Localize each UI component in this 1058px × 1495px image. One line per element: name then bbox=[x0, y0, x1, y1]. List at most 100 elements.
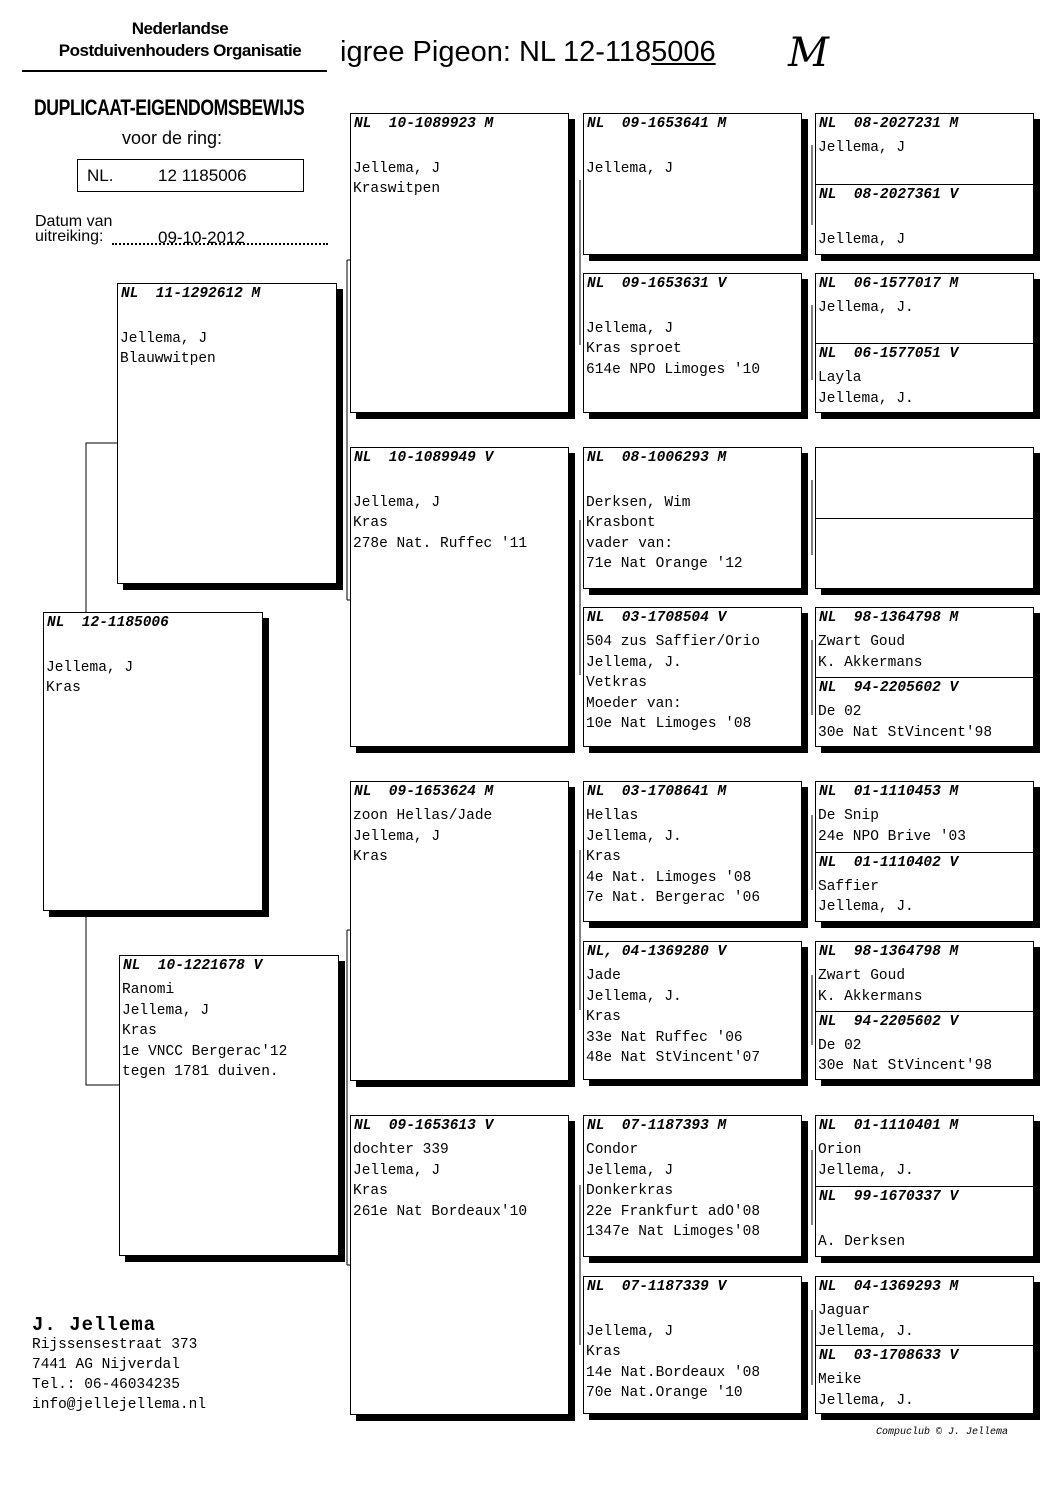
pigeon-info-line: Vetkras bbox=[586, 675, 647, 692]
pigeon-info-line: 48e Nat StVincent'07 bbox=[586, 1050, 761, 1067]
pigeon-info-line: Jellema, J. bbox=[586, 988, 682, 1005]
ring-number: NL, 04-1369280 V bbox=[587, 944, 727, 960]
pigeon-info-line: 70e Nat.Orange '10 bbox=[586, 1385, 743, 1402]
ring-number: NL 08-2027361 V bbox=[819, 187, 959, 203]
pigeon-info-line: 14e Nat.Bordeaux '08 bbox=[586, 1364, 761, 1381]
ring-number: NL 01-1110401 M bbox=[819, 1118, 959, 1134]
pigeon-info-line: Kras bbox=[122, 1023, 157, 1040]
pigeon-info-line: De 02 bbox=[818, 1037, 862, 1054]
pigeon-info-line: Jellema, J bbox=[353, 1162, 441, 1179]
ring-number bbox=[816, 448, 1033, 472]
datum-label-1: Datum van bbox=[35, 213, 113, 230]
dotted-line bbox=[112, 243, 328, 245]
pigeon-info-line: 1347e Nat Limoges'08 bbox=[586, 1224, 761, 1241]
breeder-city: 7441 AG Nijverdal bbox=[32, 1357, 180, 1373]
pigeon-info-line: 261e Nat Bordeaux'10 bbox=[353, 1203, 528, 1220]
pigeon-info-line: Jellema, J. bbox=[818, 1162, 914, 1179]
great-great-grandparent-box: NL 98-1364798 M Zwart Goud K. Akkermans NL … bbox=[815, 941, 1034, 1080]
breeder-email: info@jellejellema.nl bbox=[32, 1397, 207, 1413]
pigeon-info-line: 30e Nat StVincent'98 bbox=[818, 1058, 993, 1075]
pigeon-info-line: Kras sproet bbox=[586, 341, 682, 358]
breeder-street: Rijssensestraat 373 bbox=[32, 1337, 198, 1353]
ring-number: NL 01-1110402 V bbox=[819, 854, 959, 871]
pigeon-info-line: Jellema, J bbox=[586, 1162, 674, 1179]
pigeon-info-line: Derksen, Wim bbox=[586, 494, 691, 511]
ring-number: NL 07-1187393 M bbox=[587, 1118, 727, 1134]
pigeon-info-line: Kras bbox=[586, 1344, 621, 1361]
pigeon-info-line: 1e VNCC Bergerac'12 bbox=[122, 1043, 288, 1060]
pigeon-info-line: Moeder van: bbox=[586, 695, 682, 712]
ring-number: NL 01-1110453 M bbox=[819, 784, 959, 800]
ring-number: NL 03-1708633 V bbox=[819, 1348, 959, 1364]
pigeon-info-line: Jellema, J. bbox=[818, 1323, 914, 1340]
ring-number: NL 10-1089923 M bbox=[354, 116, 494, 132]
pigeon-info-line bbox=[816, 1211, 1033, 1232]
ring-prefix: NL. bbox=[87, 166, 114, 185]
ring-number: NL 08-2027231 M bbox=[819, 116, 959, 132]
pigeon-info-line bbox=[584, 472, 801, 493]
pigeon-info-line: Ranomi bbox=[122, 982, 175, 998]
pigeon-info-line: Kras bbox=[586, 849, 621, 866]
pigeon-info-line: 30e Nat StVincent'98 bbox=[818, 724, 993, 741]
pigeon-info-line: Zwart Goud bbox=[818, 968, 906, 984]
ring-number: NL 99-1670337 V bbox=[819, 1189, 959, 1205]
ring-number: NL 11-1292612 M bbox=[121, 286, 261, 302]
pigeon-info-line: Orion bbox=[818, 1142, 862, 1158]
pigeon-info-line: Jade bbox=[586, 968, 621, 984]
pigeon-info-line: tegen 1781 duiven. bbox=[122, 1064, 279, 1081]
pigeon-info-line: Kras bbox=[46, 680, 81, 697]
ring-number: NL 94-2205602 V bbox=[819, 1013, 959, 1030]
pigeon-info-line: Jellema, J. bbox=[818, 300, 914, 316]
datum-label-2: uitreiking: bbox=[35, 228, 104, 245]
pigeon-info-line bbox=[584, 298, 801, 319]
dam-half bbox=[816, 518, 1033, 589]
ring-number: NL 98-1364798 M bbox=[819, 944, 959, 960]
divider bbox=[22, 70, 327, 72]
org-line-2: Postduivenhouders Organisatie bbox=[58, 41, 302, 60]
pigeon-info-line: Jellema, J. bbox=[586, 654, 682, 671]
title-text-end: 5006 bbox=[651, 36, 716, 68]
pigeon-info-line: Jellema, J. bbox=[818, 1392, 914, 1409]
credit-text: Compuclub © J. Jellema bbox=[876, 1427, 1009, 1438]
pigeon-info-line: Jellema, J bbox=[353, 160, 441, 177]
pigeon-info-line bbox=[584, 138, 801, 159]
pigeon-info-line: Layla bbox=[818, 370, 862, 386]
dam-half: NL 94-2205602 V De 02 30e Nat StVincent'98 bbox=[816, 1010, 1033, 1081]
ring-number: NL 12-1185006 bbox=[47, 615, 169, 631]
pigeon-info-line: Jellema, J bbox=[586, 320, 674, 337]
pigeon-info-line: Saffier bbox=[818, 878, 879, 895]
datum-label: Datum van uitreiking: bbox=[35, 213, 113, 245]
pigeon-info-line bbox=[44, 637, 262, 658]
breeder-phone: Tel.: 06-46034235 bbox=[32, 1377, 180, 1393]
ring-number: 12 1185006 bbox=[158, 166, 247, 185]
ring-number: NL 04-1369293 M bbox=[819, 1279, 959, 1295]
ring-number: NL 09-1653613 V bbox=[354, 1118, 494, 1134]
connector-sire bbox=[346, 259, 350, 601]
handwritten-mark: M bbox=[788, 30, 829, 76]
pigeon-info-line: Jellema, J bbox=[586, 1323, 674, 1340]
pigeon-info-line: K. Akkermans bbox=[818, 988, 923, 1005]
ring-number: NL 94-2205602 V bbox=[819, 680, 959, 696]
pigeon-info-line: Donkerkras bbox=[586, 1183, 674, 1200]
pigeon-info-line: Kras bbox=[353, 1183, 388, 1200]
org-line-1: Nederlandse bbox=[131, 19, 229, 38]
pigeon-info-line: Krasbont bbox=[586, 515, 656, 532]
